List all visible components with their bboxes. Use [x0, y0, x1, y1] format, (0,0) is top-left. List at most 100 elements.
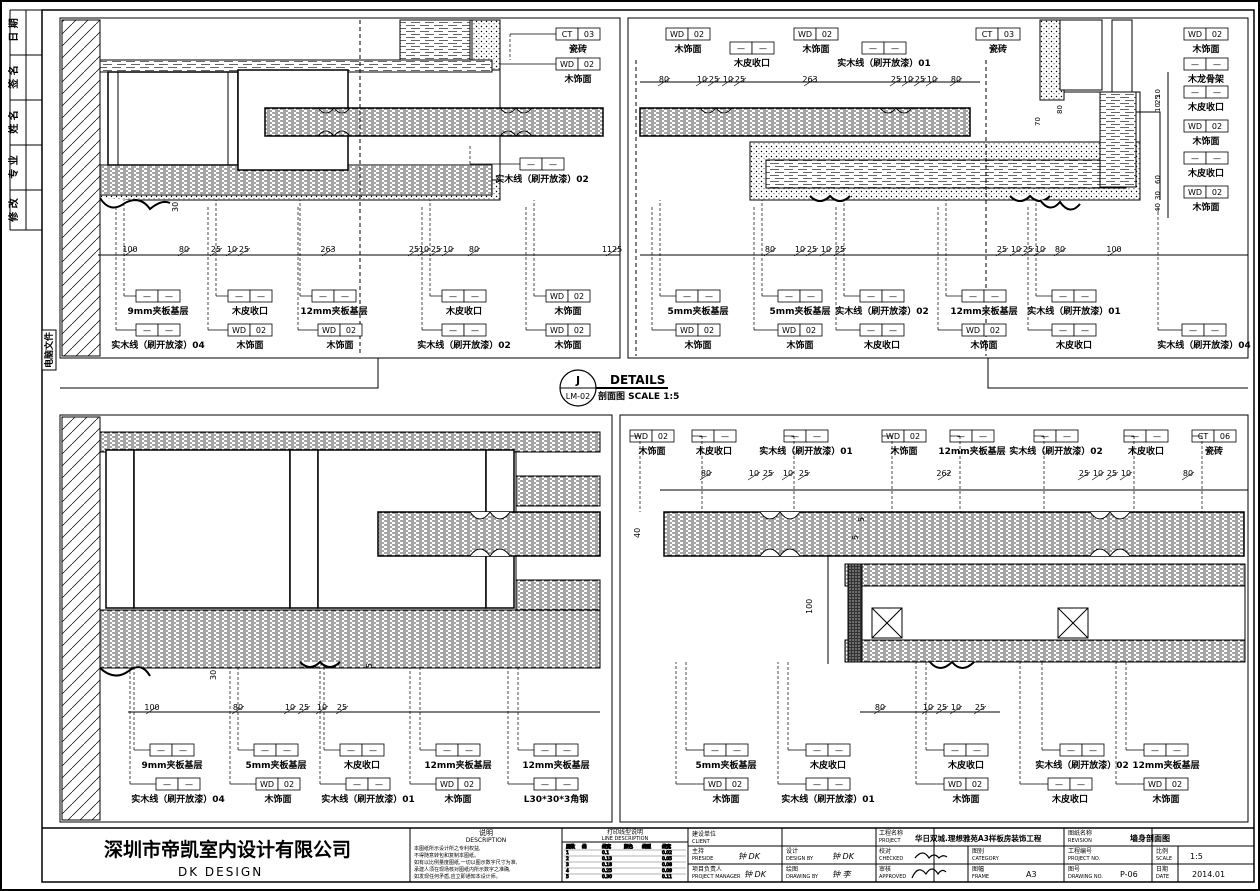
tag-tr-side-1-num: —: [1213, 60, 1221, 69]
tag-tl-r2-1-code: WD: [232, 326, 246, 335]
detail-symbol-letter: J: [575, 374, 580, 387]
title-block: 深圳市帝凯室内设计有限公司 DK DESIGN 说明 DESCRIPTION 本…: [42, 827, 1254, 882]
dim-bl-0: 100: [144, 703, 159, 712]
tag-tl-r2-0: ——实木线（刷开放漆）04: [111, 205, 205, 351]
tag-tl-r1-3: ——木皮收口: [429, 200, 487, 317]
tag-bl-r2-1-label: 木饰面: [263, 793, 291, 805]
tag-br-top-1-label: 木皮收口: [695, 445, 732, 457]
tag-bl-r1-4: ——12mm夹板基层: [517, 668, 590, 771]
line-header-3: 颜色: [624, 843, 633, 850]
dim-tl-0: 100: [122, 245, 137, 254]
tag-tr-top-3-num: —: [891, 44, 899, 53]
tag-tr-r2-4-label: 木皮收口: [1055, 339, 1092, 351]
category-cn: 图别: [972, 847, 984, 855]
checked-label-en: CHECKED: [879, 856, 903, 862]
tag-br-top-0-label: 木饰面: [637, 445, 665, 457]
tag-tr-side-2: ——木皮收口: [1183, 85, 1229, 113]
frame-en: FRAME: [972, 874, 989, 880]
tag-tr-r2-0-label: 木饰面: [683, 339, 711, 351]
tag-tr-r2-2-num: —: [889, 326, 897, 335]
dim-tr-top-1: 10: [697, 75, 707, 84]
dim-tr-side-4: 10: [1154, 103, 1162, 112]
notes-line-2: 不得随意转包和复制本图纸。: [414, 852, 479, 859]
project-name: 华日双城.理想雅苑A3样板房装饰工程: [915, 833, 1042, 843]
date-en: DATE: [1156, 874, 1169, 880]
dim-tr-top-6: 25: [891, 75, 901, 84]
notes-title: 说明: [479, 828, 493, 837]
line-cell-1-5: 0.05: [662, 856, 672, 862]
notes-line-1: 本图纸所示设计所之专利权益,: [414, 845, 481, 852]
tag-bl-r1-1-code: —: [261, 746, 269, 755]
dim-tr-side-1: 70: [1034, 117, 1042, 126]
tag-tl-wd02-top-code: WD: [560, 60, 574, 69]
tag-bl-r2-3-num: 02: [464, 780, 474, 789]
tag-tr-r2-3-label: 木饰面: [969, 339, 997, 351]
tag-tr-side-0-code: WD: [1188, 30, 1202, 39]
tag-tr-top-1: ——木皮收口: [729, 41, 775, 69]
tag-br-r1-3-code: —: [1067, 746, 1075, 755]
tag-br-r1-0: ——5mm夹板基层: [685, 662, 757, 771]
dim-tr-top-10: 80: [951, 75, 961, 84]
dim-tr-bot-3: 10: [821, 245, 831, 254]
tag-tr-top-1-code: —: [737, 44, 745, 53]
tag-tr-r2-2: ——木皮收口: [835, 205, 905, 351]
tag-bl-r2-3-label: 木饰面: [443, 793, 471, 805]
dim-br-bot-2: 25: [937, 703, 947, 712]
tag-bl-r2-1-code: WD: [260, 780, 274, 789]
detail-subheading: 剖面图 SCALE 1:5: [598, 390, 679, 402]
tag-tr-r2-2-label: 木皮收口: [863, 339, 900, 351]
tag-tr-top-2-code: WD: [798, 30, 812, 39]
tag-br-top-7-label: 瓷砖: [1205, 445, 1223, 457]
tag-br-top-1-num: —: [721, 432, 729, 441]
tag-br-r2-1-code: —: [813, 780, 821, 789]
dim-tr-bot-1: 10: [795, 245, 805, 254]
tag-tr-r1-0-label: 5mm夹板基层: [667, 305, 728, 317]
tag-bl-r1-2-code: —: [347, 746, 355, 755]
dim-br-top-1: 10: [749, 469, 759, 478]
tag-br-r1-0-num: —: [733, 746, 741, 755]
tag-bl-r1-0-label: 9mm夹板基层: [141, 759, 202, 771]
dim-tr-top-5: 263: [802, 75, 817, 84]
tag-bl-r2-0-num: —: [185, 780, 193, 789]
line-cell-4-5: 0.11: [662, 874, 672, 880]
tag-tr-r2-5-num: —: [1211, 326, 1219, 335]
approved-signature: [911, 868, 947, 879]
project-label-cn: 工程名称: [879, 829, 903, 837]
tag-br-top-5-num: —: [1063, 432, 1071, 441]
dim-tr-bot-8: 10: [1035, 245, 1045, 254]
role-drawing-cn: 绘图: [786, 865, 798, 873]
tag-tr-r1-1: ——5mm夹板基层: [761, 200, 831, 317]
tag-br-r2-4-code: WD: [1148, 780, 1162, 789]
tag-tl-r1-0-label: 9mm夹板基层: [127, 305, 188, 317]
tag-tl-r2-0-code: —: [143, 326, 151, 335]
tag-tl-r2-2-num: 02: [346, 326, 356, 335]
dim-tr-top-9: 10: [927, 75, 937, 84]
tag-tr-side-2-label: 木皮收口: [1187, 101, 1224, 113]
tag-br-r1-4-num: —: [1173, 746, 1181, 755]
tag-tl-r1-4-label: 木饰面: [553, 305, 581, 317]
tag-br-top-2-num: —: [813, 432, 821, 441]
tag-br-r2-1: ——实木线（刷开放漆）01: [777, 662, 875, 805]
tag-tl-r1-4-code: WD: [550, 292, 564, 301]
tag-tr-side-4-code: —: [1191, 154, 1199, 163]
tag-tl-r2-4-label: 木饰面: [553, 339, 581, 351]
tag-tl-moulding02-top-code: —: [527, 160, 535, 169]
dim-bl-3: 25: [299, 703, 309, 712]
tag-tr-r1-3-num: —: [991, 292, 999, 301]
tag-br-top-5: ——实木线（刷开放漆）02: [1009, 429, 1103, 512]
tag-tl-moulding02-top-label: 实木线（刷开放漆）02: [495, 173, 589, 185]
line-cell-2-5: 0.08: [662, 862, 672, 868]
tag-tr-r2-3-code: WD: [966, 326, 980, 335]
tag-br-r1-2-label: 木皮收口: [947, 759, 984, 771]
line-cell-3-0: 4: [566, 868, 569, 874]
dim-tr-side-0: 80: [1056, 105, 1064, 114]
